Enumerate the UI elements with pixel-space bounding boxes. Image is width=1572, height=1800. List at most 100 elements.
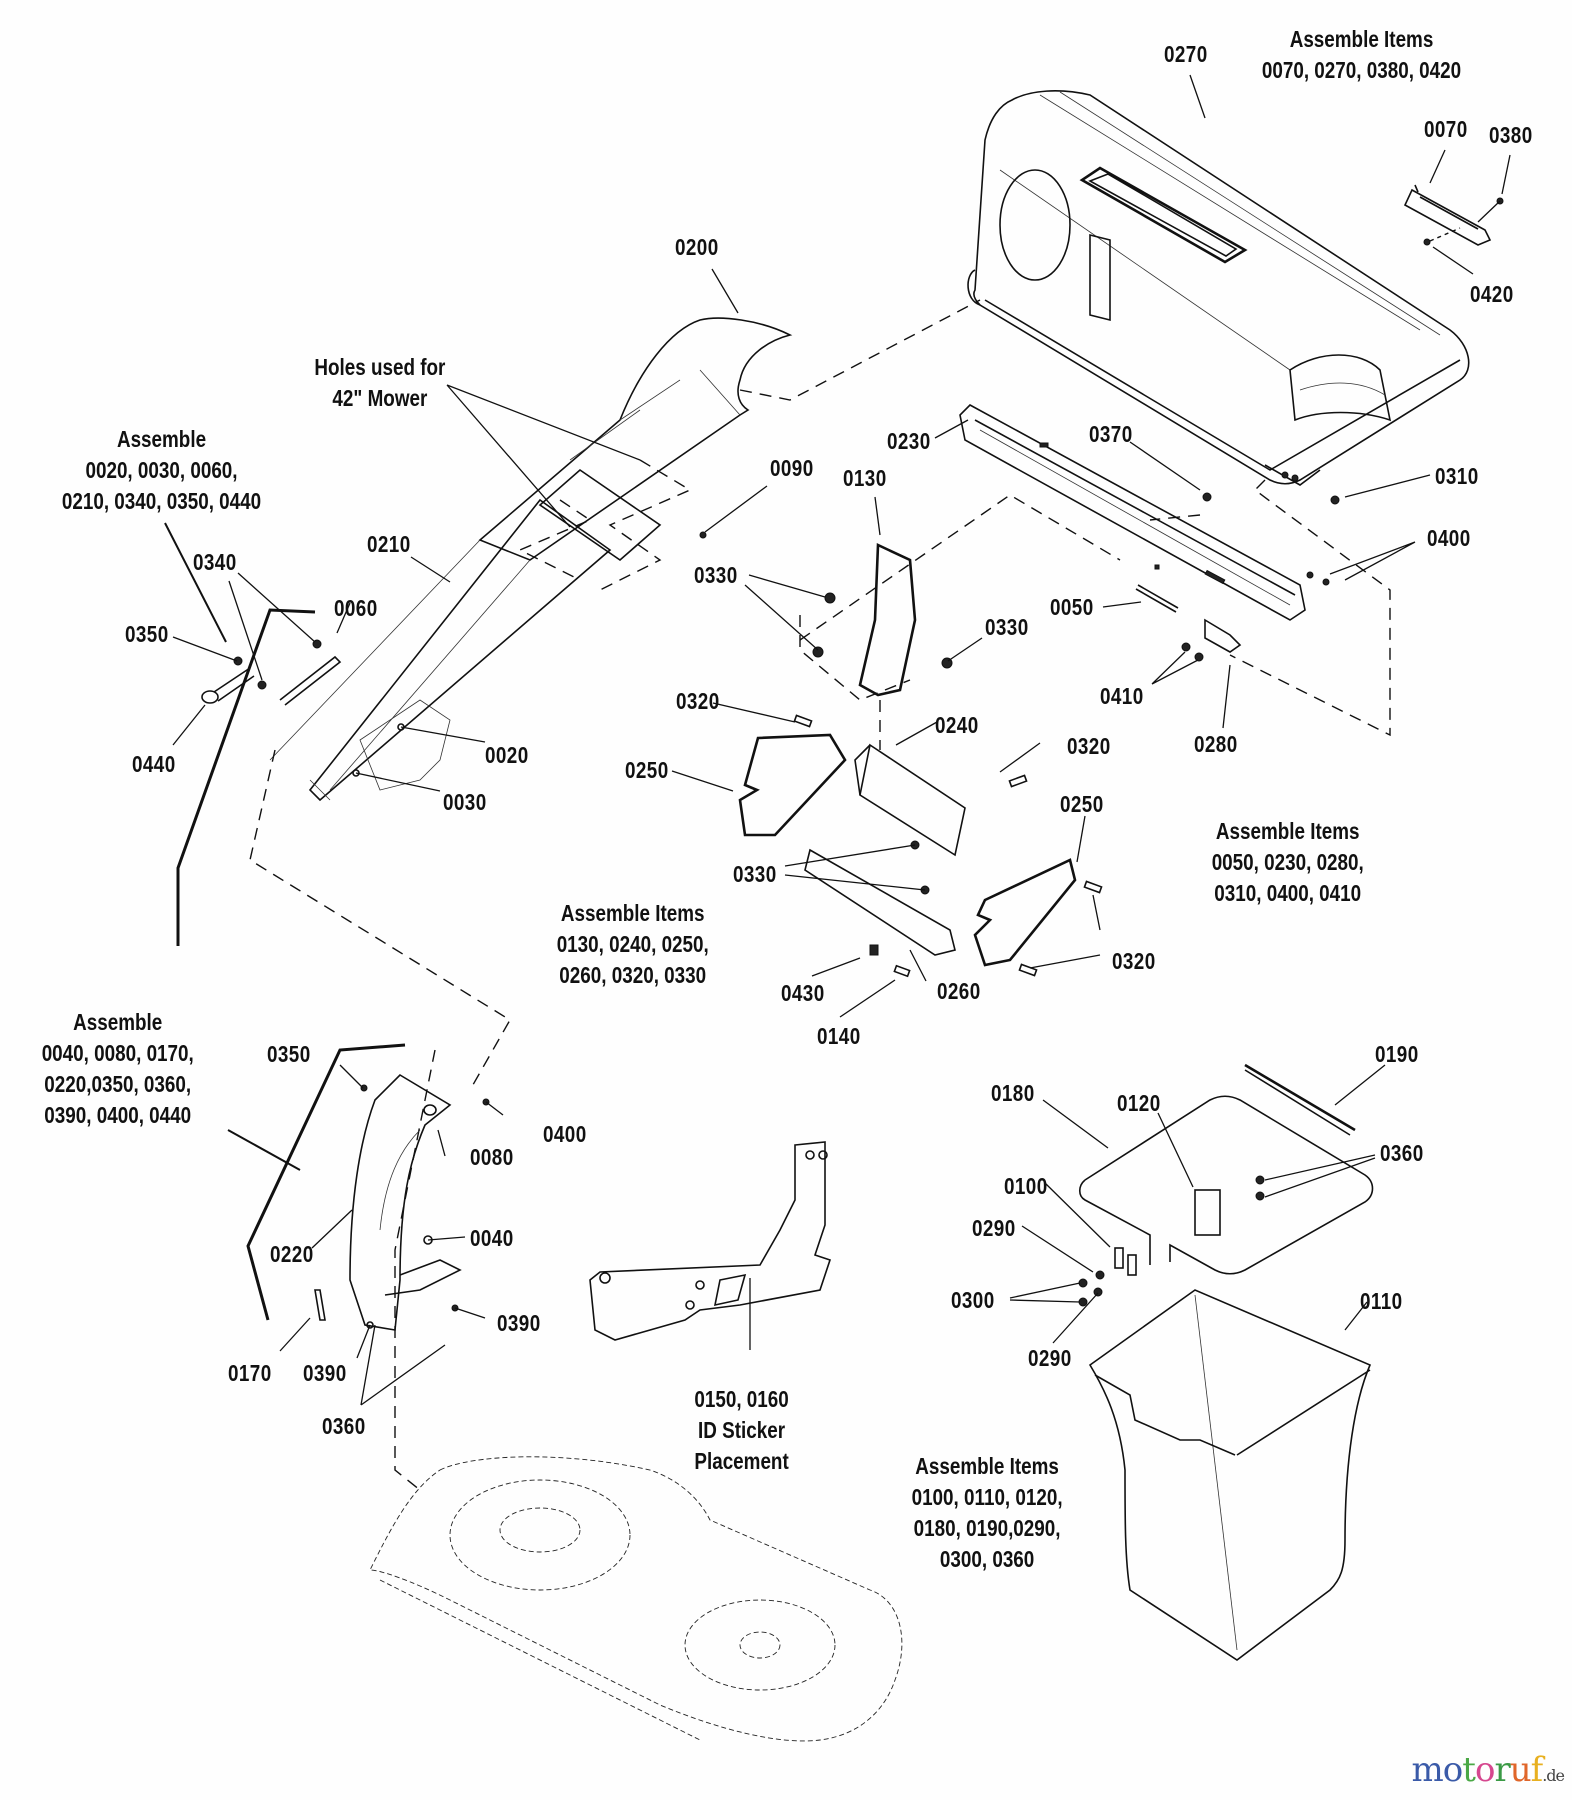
callout-0110: 0110 bbox=[1360, 1288, 1403, 1314]
bag-frame-part[interactable] bbox=[1078, 1095, 1374, 1275]
cross-bar-part[interactable] bbox=[804, 848, 956, 956]
callout-0080: 0080 bbox=[470, 1144, 514, 1170]
watermark-domain-suffix: .de bbox=[1542, 1766, 1565, 1785]
callout-0320-lower: 0320 bbox=[1112, 948, 1156, 974]
callout-0440: 0440 bbox=[132, 751, 176, 777]
callout-0220: 0220 bbox=[270, 1241, 314, 1267]
callout-0040: 0040 bbox=[470, 1225, 514, 1251]
callout-0420: 0420 bbox=[1470, 281, 1514, 307]
callout-0360-chute: 0360 bbox=[322, 1413, 366, 1439]
callout-0200: 0200 bbox=[675, 234, 719, 260]
callout-0400-chute: 0400 bbox=[543, 1121, 587, 1147]
callout-0410: 0410 bbox=[1100, 683, 1144, 709]
watermark-letter: o bbox=[1474, 1750, 1496, 1790]
callout-0300: 0300 bbox=[951, 1287, 995, 1313]
callout-0380: 0380 bbox=[1489, 122, 1533, 148]
latch-bar-part[interactable] bbox=[1244, 1063, 1356, 1136]
callout-0060: 0060 bbox=[334, 595, 378, 621]
alignment-line bbox=[739, 299, 981, 401]
assembly-bracket-leader bbox=[164, 522, 227, 643]
mower-deck-part[interactable] bbox=[369, 1456, 903, 1742]
watermark-letter: u bbox=[1509, 1750, 1532, 1790]
channel-bracket-part[interactable] bbox=[854, 743, 966, 857]
chute-hardware bbox=[201, 639, 405, 777]
screw-icon bbox=[1306, 571, 1314, 579]
alignment-line bbox=[799, 615, 911, 701]
callout-0030: 0030 bbox=[443, 789, 487, 815]
rear-rail-part[interactable] bbox=[959, 404, 1306, 621]
collector-lid-part[interactable] bbox=[967, 90, 1470, 486]
pin-part[interactable] bbox=[1135, 584, 1179, 613]
callout-0320-upper: 0320 bbox=[676, 688, 720, 714]
callout-0290-upper: 0290 bbox=[972, 1215, 1016, 1241]
callout-0190: 0190 bbox=[1375, 1041, 1419, 1067]
callout-0400-rail: 0400 bbox=[1427, 525, 1471, 551]
watermark-letter: o bbox=[1442, 1750, 1464, 1790]
side-plate-part[interactable] bbox=[738, 733, 847, 837]
callout-0170: 0170 bbox=[228, 1360, 272, 1386]
grass-bag-part[interactable] bbox=[1088, 1289, 1372, 1661]
callout-0330-lower: 0330 bbox=[733, 861, 777, 887]
callout-0430: 0430 bbox=[781, 980, 825, 1006]
alignment-line bbox=[1229, 479, 1391, 737]
motoruf-watermark-logo: motoruf.de bbox=[1411, 1750, 1565, 1790]
callout-0050: 0050 bbox=[1050, 594, 1094, 620]
watermark-letter: r bbox=[1494, 1750, 1510, 1790]
assembly-bracket bbox=[176, 608, 316, 946]
alignment-line bbox=[799, 494, 1121, 641]
callout-0260: 0260 bbox=[937, 978, 981, 1004]
callout-0210: 0210 bbox=[367, 531, 411, 557]
callout-0330-upper: 0330 bbox=[694, 562, 738, 588]
callout-0140: 0140 bbox=[817, 1023, 861, 1049]
bolt-hardware bbox=[793, 714, 1103, 978]
callout-0350-chute: 0350 bbox=[267, 1041, 311, 1067]
side-plate-part[interactable] bbox=[973, 858, 1077, 967]
callout-0240: 0240 bbox=[935, 712, 979, 738]
callout-0100: 0100 bbox=[1004, 1173, 1048, 1199]
callout-0350-tube: 0350 bbox=[125, 621, 169, 647]
callout-0290-lower: 0290 bbox=[1028, 1345, 1072, 1371]
callout-0130: 0130 bbox=[843, 465, 887, 491]
callout-0330-right: 0330 bbox=[985, 614, 1029, 640]
screw-icon bbox=[1330, 495, 1340, 505]
callout-0270: 0270 bbox=[1164, 41, 1208, 67]
callout-0090: 0090 bbox=[770, 455, 814, 481]
watermark-letter: t bbox=[1462, 1750, 1476, 1790]
nut-icon bbox=[699, 531, 707, 539]
callout-0360-frame: 0360 bbox=[1380, 1140, 1424, 1166]
alignment-line bbox=[518, 499, 592, 581]
assembly-bracket-leader bbox=[227, 1129, 301, 1171]
alignment-line bbox=[599, 459, 692, 591]
callout-0070: 0070 bbox=[1424, 116, 1468, 142]
alignment-line bbox=[249, 749, 511, 1091]
callout-0370: 0370 bbox=[1089, 421, 1133, 447]
watermark-letter: f bbox=[1530, 1750, 1544, 1790]
handle-part[interactable] bbox=[1403, 184, 1504, 246]
upper-chute-part[interactable] bbox=[478, 317, 793, 561]
leader-lines bbox=[172, 74, 1511, 1406]
callout-0320-mid: 0320 bbox=[1067, 733, 1111, 759]
lower-tube-part[interactable] bbox=[269, 468, 662, 802]
watermark-letter: m bbox=[1411, 1750, 1444, 1790]
callout-0120: 0120 bbox=[1117, 1090, 1161, 1116]
frame-hardware bbox=[1078, 1175, 1265, 1307]
mounting-plate-part[interactable] bbox=[589, 1141, 832, 1341]
callout-0390-left: 0390 bbox=[303, 1360, 347, 1386]
lower-chute-part[interactable] bbox=[314, 1073, 490, 1331]
callout-0180: 0180 bbox=[991, 1080, 1035, 1106]
callout-0310: 0310 bbox=[1435, 463, 1479, 489]
callout-0280: 0280 bbox=[1194, 731, 1238, 757]
mount-bracket-part[interactable] bbox=[812, 542, 953, 697]
screw-icon bbox=[1202, 492, 1212, 502]
callout-0340: 0340 bbox=[193, 549, 237, 575]
hinge-bracket-part[interactable] bbox=[1181, 618, 1242, 662]
callout-0250-right: 0250 bbox=[1060, 791, 1104, 817]
